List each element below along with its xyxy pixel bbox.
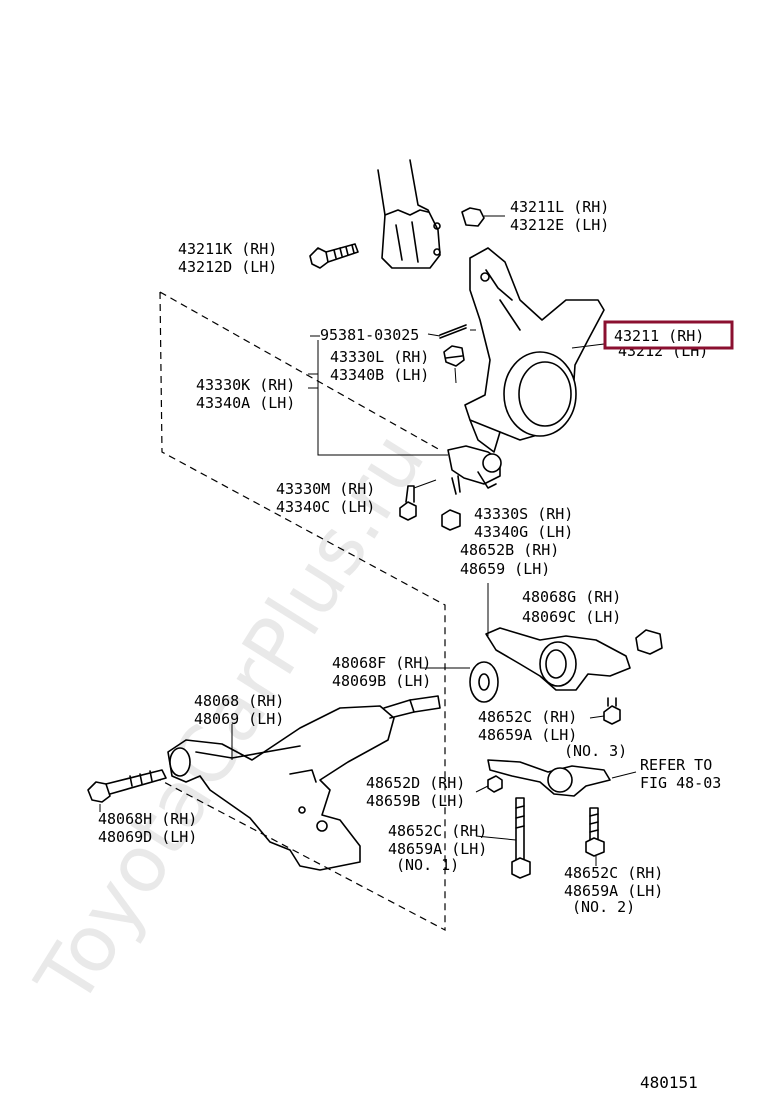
label-48069D: 48069D (LH) — [98, 828, 197, 846]
bushing-48068F — [420, 661, 499, 703]
nut-43211L — [461, 207, 505, 227]
label-48069C: 48069C (LH) — [522, 608, 621, 626]
label-43330L: 43330L (RH) — [330, 348, 429, 366]
label-48652C-c: 48652C (RH) — [564, 864, 663, 882]
label-48659: 48659 (LH) — [460, 560, 550, 578]
label-48659A-c: 48659A (LH) — [564, 882, 663, 900]
label-43211L: 43211L (RH) — [510, 198, 609, 216]
label-43330K: 43330K (RH) — [196, 376, 295, 394]
bracket-43330K — [308, 340, 448, 456]
label-43340C: 43340C (LH) — [276, 498, 375, 516]
label-95381: 95381-03025 — [320, 326, 419, 344]
label-43340G: 43340G (LH) — [474, 523, 573, 541]
label-43212E: 43212E (LH) — [510, 216, 609, 234]
highlight-box-43211[interactable] — [603, 320, 734, 350]
label-48068G: 48068G (RH) — [522, 588, 621, 606]
lower-control-arm — [167, 695, 441, 871]
strut-assembly — [377, 159, 441, 269]
castle-nut-43330L — [443, 345, 465, 367]
steering-knuckle — [464, 247, 605, 453]
label-43211K: 43211K (RH) — [178, 240, 277, 258]
assembly-boundary — [159, 291, 446, 931]
label-43211[interactable]: 43211 (RH) — [614, 327, 704, 345]
ball-joint — [447, 445, 502, 489]
label-48068: 48068 (RH) — [194, 692, 284, 710]
label-48652C-b: 48652C (RH) — [388, 822, 487, 840]
bolt-43211K — [309, 243, 359, 269]
label-no3: (NO. 3) — [564, 742, 627, 760]
label-48652B: 48652B (RH) — [460, 541, 559, 559]
cotter-pin — [439, 324, 467, 339]
label-48068F: 48068F (RH) — [332, 654, 431, 672]
nut-48068G — [635, 629, 663, 655]
label-48659B: 48659B (LH) — [366, 792, 465, 810]
label-48069B: 48069B (LH) — [332, 672, 431, 690]
bolt-48652C-b — [475, 797, 531, 879]
front-bushing-bracket — [487, 759, 611, 797]
label-no1: (NO. 1) — [396, 856, 459, 874]
nut-48652D — [487, 775, 503, 793]
label-48652C-a: 48652C (RH) — [478, 708, 577, 726]
label-48068H: 48068H (RH) — [98, 810, 197, 828]
label-48652D: 48652D (RH) — [366, 774, 465, 792]
label-43340B: 43340B (LH) — [330, 366, 429, 384]
label-43330M: 43330M (RH) — [276, 480, 375, 498]
bolt-48652C-a — [589, 697, 621, 725]
label-48069: 48069 (LH) — [194, 710, 284, 728]
bolt-48652C-c — [585, 807, 605, 866]
nut-43330S — [441, 509, 461, 531]
label-43330S: 43330S (RH) — [474, 505, 573, 523]
label-48659A-b: 48659A (LH) — [388, 840, 487, 858]
bolt-43330M — [399, 479, 437, 521]
label-refer-to: REFER TO — [640, 756, 712, 774]
label-43212D: 43212D (LH) — [178, 258, 277, 276]
diagram-number: 480151 — [640, 1073, 698, 1092]
bolt-48068H — [87, 769, 167, 812]
label-48659A-a: 48659A (LH) — [478, 726, 577, 744]
label-43340A: 43340A (LH) — [196, 394, 295, 412]
label-fig-48-03[interactable]: FIG 48-03 — [640, 774, 721, 792]
label-no2: (NO. 2) — [572, 898, 635, 916]
rear-bushing-bracket — [485, 627, 631, 691]
